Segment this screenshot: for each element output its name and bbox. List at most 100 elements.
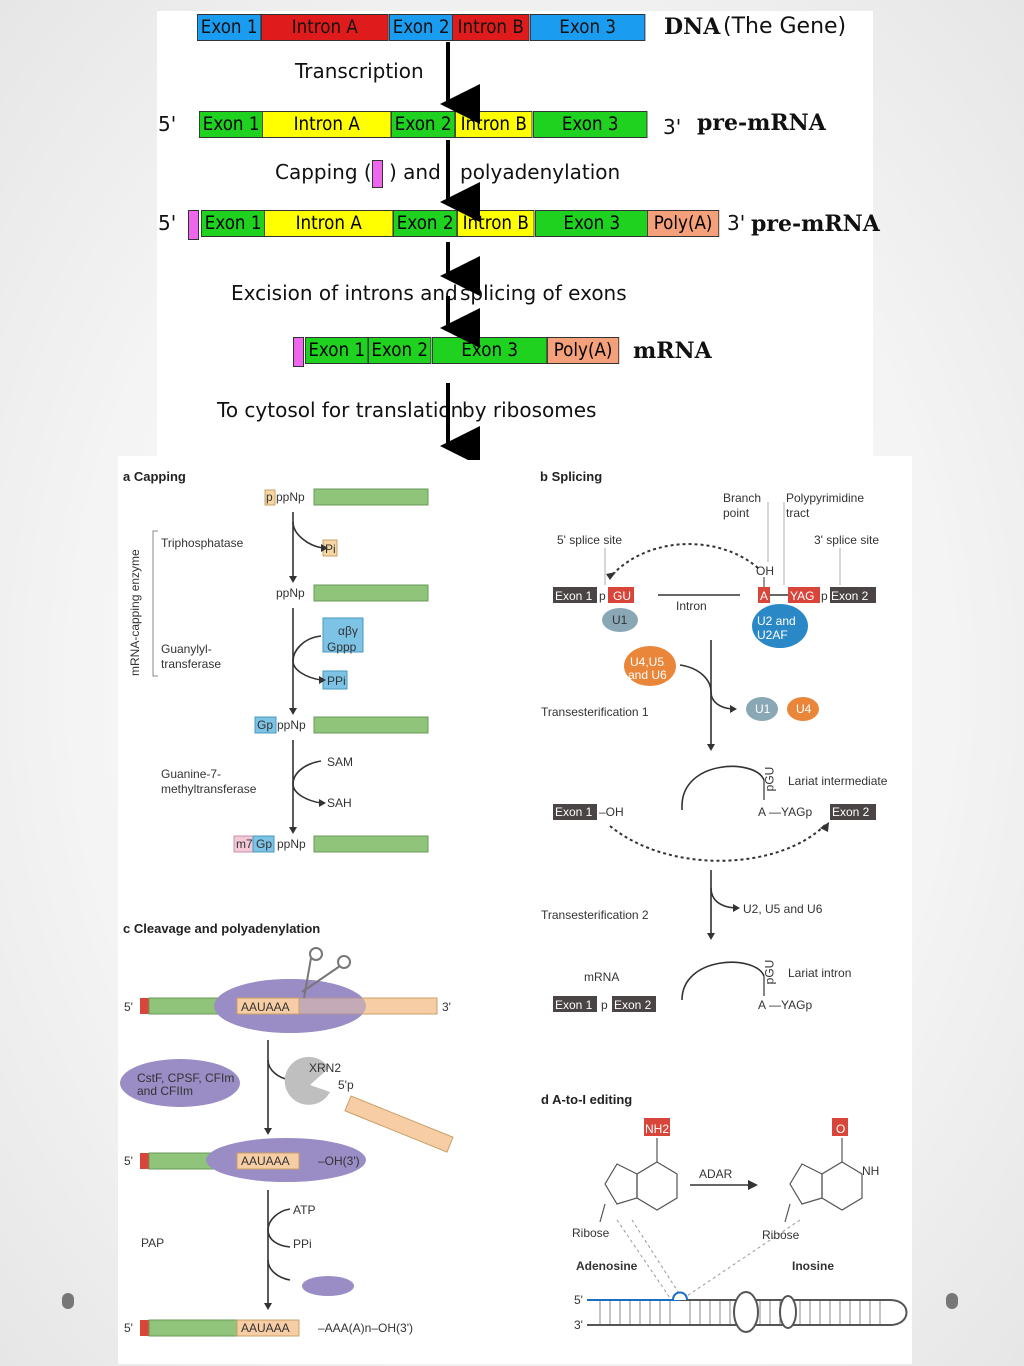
premrna-label-1: pre-mRNA [697,110,826,136]
u456-label: U4,U5 [630,655,665,669]
p-label-2: p [821,589,828,603]
a-label-3: A [758,998,767,1012]
premrna-label-2: pre-mRNA [751,211,880,237]
capping-text: Capping ( [275,160,372,184]
tract-label: tract [786,506,810,520]
u456b-label: and U6 [628,668,667,682]
exon2-box-2: Exon 2 [832,805,870,819]
five-prime-2: 5' [158,211,177,235]
ppi-label: PPi [327,674,346,688]
mrna-polya: Poly(A) [547,337,620,364]
five-c-1: 5' [124,1000,133,1014]
pre2-exon-1: Exon 1 [201,210,266,237]
triphosphatase-label: Triphosphatase [161,536,244,550]
pgu-label-2: pGU [762,959,777,985]
three-c-1: 3' [442,1000,451,1014]
aauaaa-3: AAUAAA [241,1321,290,1335]
s3-ppnp: ppNp [277,718,306,732]
dna-exon-2: Exon 2 [389,14,454,41]
cleavage-diagram [120,947,454,1337]
pre-exon-1: Exon 1 [199,111,264,138]
sah-label: SAH [327,796,352,810]
slide-prev-dot[interactable] [62,1293,74,1309]
s4-m7: m7 [236,837,253,851]
step-cytosol: To cytosol for translation [217,398,464,422]
lariat-int-label: Lariat intermediate [788,774,888,788]
slide-next-dot[interactable] [946,1293,958,1309]
dna-sublabel: (The Gene) [723,14,847,39]
aauaaa-2: AAUAAA [241,1154,290,1168]
aauaaa-1: AAUAAA [241,1000,290,1014]
oh-label: OH [756,564,774,578]
polyadenylation-text: polyadenylation [460,160,621,184]
five-c-2: 5' [124,1154,133,1168]
trans2-label: Transesterification 2 [541,908,649,922]
s4-ppnp: ppNp [277,837,306,851]
five-splice-label: 5' splice site [557,533,622,547]
pre2-intron-a: Intron A [264,210,394,237]
dna-exon-3: Exon 3 [530,14,646,41]
methyl-label: Guanine-7- [161,767,222,781]
gtp-label-1: αβγ [338,624,358,638]
step-splicing: splicing of exons [460,281,627,305]
three-prime-1: 3' [663,115,682,139]
exon1-box-3: Exon 1 [555,998,593,1012]
a-box: A [760,589,769,603]
guanylyl-label: Guanylyl- [161,642,212,656]
exon1-box-2: Exon 1 [555,805,593,819]
capping-and-text: ) and [389,160,441,184]
cap-5prime [188,210,199,240]
nh2-label: NH2 [645,1122,670,1136]
inosine-label: Inosine [792,1259,835,1273]
intron-label: Intron [676,599,707,613]
trans1-label: Transesterification 1 [541,705,649,719]
nh-label: NH [862,1164,880,1178]
guanylyl-label-2: transferase [161,657,222,671]
lariat-intron-label: Lariat intron [788,966,852,980]
u1-released: U1 [755,702,771,716]
mrna-label-b: mRNA [584,970,620,984]
factors-label-2: and CFIIm [137,1084,194,1098]
five-c-3: 5' [124,1321,133,1335]
yag-box: YAG [790,589,815,603]
exon1-oh: –OH [599,805,624,819]
u2af-label: U2AF [757,628,788,642]
pre-intron-a: Intron A [262,111,392,138]
gu-box: GU [613,589,631,603]
mrna-exon-2: Exon 2 [368,337,432,364]
cap-legend-icon [372,160,383,188]
dna-label: DNA [664,14,721,40]
pre2-exon-3: Exon 3 [535,210,649,237]
editing-diagram [587,1118,908,1333]
s3-gp: Gp [257,718,274,732]
cleavage-title: c Cleavage and polyadenylation [123,921,321,936]
pap-label: PAP [141,1236,165,1250]
s4-gp: Gp [256,837,273,851]
p-label-3: p [601,998,608,1012]
point-label: point [723,506,750,520]
p-label-1: p [599,589,606,603]
exon2-box-3: Exon 2 [614,998,652,1012]
s1-p: p [266,490,273,504]
mrna-cap [293,337,304,367]
yagp-label: —YAGp [769,805,813,819]
dna-exon-1: Exon 1 [197,14,262,41]
splicing-diagram [553,502,876,1012]
capping-title: a Capping [123,469,186,484]
oh3-label: –OH(3') [318,1154,360,1168]
step-ribosomes: by ribosomes [462,398,597,422]
adar-label: ADAR [699,1167,733,1181]
five-prime-1: 5' [158,112,177,136]
pre2-polya: Poly(A) [647,210,720,237]
s1-ppnp: ppNp [276,490,305,504]
s2-ppnp: ppNp [276,586,305,600]
five-d: 5' [574,1293,583,1307]
sam-label: SAM [327,755,354,769]
editing-title: d A-to-I editing [541,1092,633,1107]
pre-exon-2: Exon 2 [391,111,456,138]
adenosine-label: Adenosine [576,1259,638,1273]
enzyme-label: mRNA-capping enzyme [128,549,142,676]
three-splice-label: 3' splice site [814,533,879,547]
five-p-label: 5'p [338,1078,354,1092]
polypyr-label: Polypyrimidine [786,491,865,505]
